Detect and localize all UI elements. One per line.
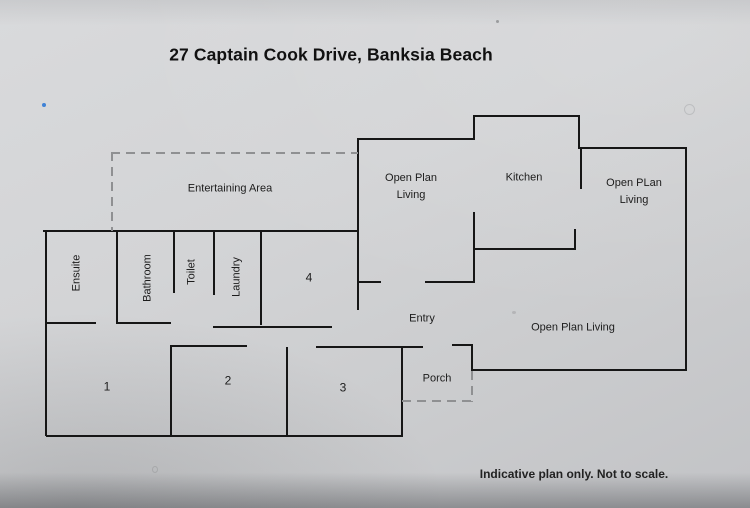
room-label-kitchen: Kitchen [505,171,543,184]
dashed-entertaining-left [111,152,113,231]
room-label-1: 1 [103,379,111,394]
wall-bench-end-tick [574,229,576,250]
wall-room3-right [401,346,403,436]
room-label-4: 4 [305,270,313,285]
wall-room1-room2 [170,345,172,436]
room-label-laundry: Laundry [230,257,243,297]
wall-bathroom-bottom [116,322,171,324]
wall-entry-porch [471,344,473,371]
room-label-entry: Entry [409,312,435,325]
wall-outer-left [45,230,47,436]
wall-kitchen-bump-left [473,115,475,140]
wall-room2-top [170,345,247,347]
room-label-porch: Porch [422,372,452,385]
wall-laundry-left [213,230,215,295]
wall-outer-bottom [46,435,403,437]
wall-toilet-left [173,230,175,293]
wall-room4-left [260,230,262,325]
room-label-open-plan-living-main: Open Plan Living [531,321,615,334]
wall-outer-top-left [357,138,475,140]
wall-room3-top [316,346,423,348]
room-label-open-plan-living-upper-right: Open PLan Living [606,175,662,209]
scan-speck [684,104,695,115]
plan-title: 27 Captain Cook Drive, Banksia Beach [169,44,493,65]
wall-kitchen-bench [474,248,576,250]
scan-speck [496,20,499,23]
disclaimer-text: Indicative plan only. Not to scale. [479,467,669,481]
wall-kitchen-lower-left [425,281,475,283]
wall-kitchen-right [580,147,582,189]
scan-speck [512,311,516,314]
room-label-2: 2 [224,373,232,388]
room-label-open-plan-living-upper-left: Open Plan Living [385,170,437,204]
blue-mark [42,103,46,107]
dashed-entertaining-top [111,152,358,154]
wall-kitchen-bench-left [473,212,475,283]
wall-openplan-left [357,138,359,310]
scan-speck [152,466,158,473]
wall-hallway [213,326,332,328]
room-label-3: 3 [339,380,347,395]
wall-outer-top-right [578,147,687,149]
room-label-bathroom: Bathroom [141,254,154,302]
wall-entry-right-tick [452,344,473,346]
room-label-entertaining-area: Entertaining Area [187,182,273,195]
room-label-line: Open PLan [606,176,662,189]
room-label-line: Open Plan [385,171,437,184]
wall-bedroom-wing-top [43,230,358,232]
room-label-toilet: Toilet [185,259,198,285]
dashed-porch-bottom [402,400,473,402]
wall-outer-right [685,147,687,371]
wall-kitchen-bump-right [578,115,580,149]
wall-ensuite-bathroom [116,230,118,323]
wall-openplan-bottom [472,369,687,371]
wall-room2-room3 [286,347,288,436]
dashed-porch-right [471,371,473,402]
wall-ensuite-bottom [46,322,96,324]
wall-kitchen-bump-top [473,115,580,117]
room-label-line: Living [396,189,426,201]
room-label-ensuite: Ensuite [70,254,83,292]
room-label-line: Living [619,194,649,206]
wall-entry-left-tick [357,281,381,283]
